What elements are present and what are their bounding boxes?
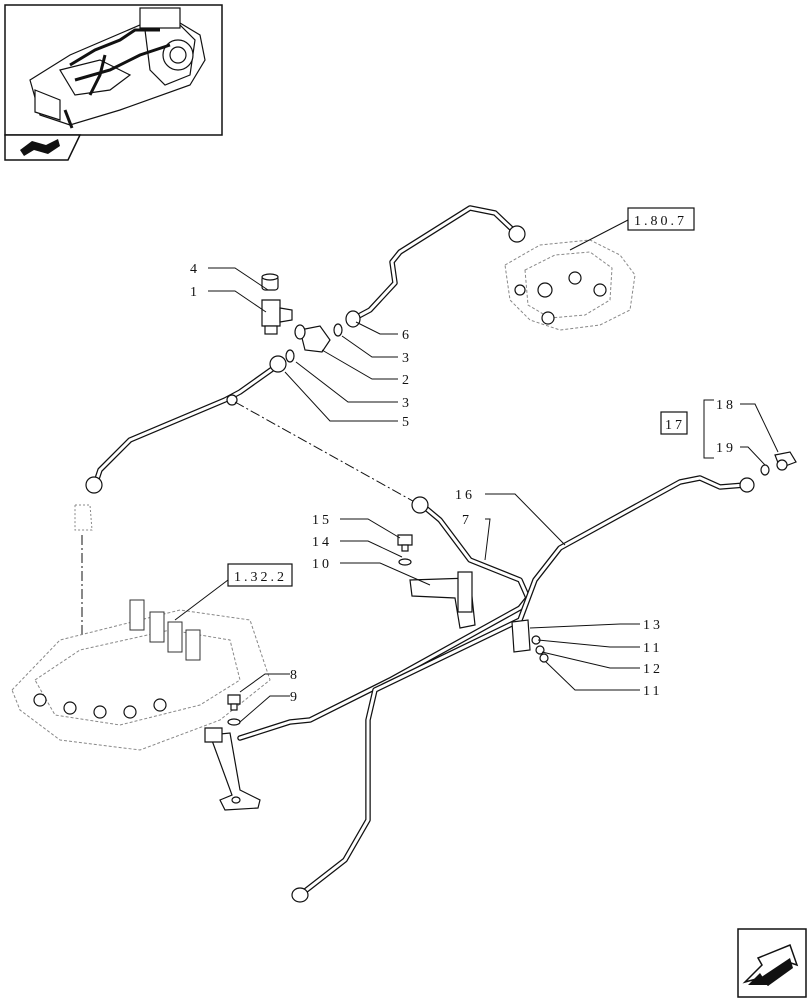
tractor-transmission-overview-icon bbox=[29, 7, 206, 129]
svg-text:17: 17 bbox=[665, 418, 685, 433]
washer-14 bbox=[398, 558, 412, 566]
callout-6: 6 bbox=[402, 328, 412, 343]
callout-9: 9 bbox=[290, 690, 300, 705]
callout-4: 4 bbox=[190, 262, 200, 277]
cap-4 bbox=[261, 273, 279, 291]
tee-fitting-1 bbox=[261, 299, 293, 335]
callout-11a: 11 bbox=[643, 641, 662, 656]
callout-7: 7 bbox=[462, 513, 472, 528]
screw-15 bbox=[397, 534, 413, 552]
callout-11b: 11 bbox=[643, 684, 662, 699]
overview-thumbnail bbox=[4, 4, 223, 161]
pipe-6 bbox=[345, 205, 526, 328]
leader-lines bbox=[208, 267, 779, 723]
callout-8: 8 bbox=[290, 668, 300, 683]
callout-labels: 4 1 6 3 2 3 5 16 7 15 14 10 13 11 12 11 … bbox=[190, 262, 736, 705]
nut-11b bbox=[539, 653, 549, 663]
callout-10: 10 bbox=[312, 557, 332, 572]
screw-8 bbox=[227, 694, 241, 711]
callout-18: 18 bbox=[716, 398, 736, 413]
control-valve-block bbox=[504, 239, 636, 331]
callout-15: 15 bbox=[312, 513, 332, 528]
pipe-16 bbox=[291, 475, 755, 903]
callout-19: 19 bbox=[716, 441, 736, 456]
svg-text:1.80.7: 1.80.7 bbox=[634, 214, 687, 229]
callout-3b: 3 bbox=[402, 396, 412, 411]
callout-16: 16 bbox=[455, 488, 475, 503]
bracket-10 bbox=[409, 571, 476, 629]
callout-13: 13 bbox=[643, 618, 663, 633]
solenoid-valve-block bbox=[11, 599, 271, 751]
fitting-18 bbox=[774, 451, 797, 471]
o-ring-3a bbox=[333, 323, 343, 337]
reference-box-17[interactable]: 17 bbox=[660, 411, 688, 435]
washer-9 bbox=[227, 718, 241, 726]
pipe-7 bbox=[237, 496, 531, 741]
callout-1: 1 bbox=[190, 285, 200, 300]
callout-3a: 3 bbox=[402, 351, 412, 366]
nut-12 bbox=[535, 645, 545, 655]
callout-2: 2 bbox=[402, 373, 412, 388]
book-tab-icon[interactable] bbox=[4, 134, 82, 161]
callout-5: 5 bbox=[402, 415, 412, 430]
svg-text:1.32.2: 1.32.2 bbox=[234, 570, 287, 585]
callout-12: 12 bbox=[643, 662, 663, 677]
o-ring-3b bbox=[285, 349, 295, 363]
bracket-lower bbox=[204, 727, 261, 811]
reference-box-1322[interactable]: 1.32.2 bbox=[227, 563, 293, 587]
elbow-2 bbox=[294, 324, 331, 353]
clip-13 bbox=[511, 619, 531, 653]
next-page-arrow-icon[interactable] bbox=[737, 928, 807, 998]
pipe-fitting bbox=[74, 504, 93, 531]
reference-box-1807[interactable]: 1.80.7 bbox=[627, 207, 695, 231]
o-ring-19 bbox=[760, 464, 770, 476]
callout-14: 14 bbox=[312, 535, 332, 550]
pipe-5 bbox=[85, 355, 287, 494]
